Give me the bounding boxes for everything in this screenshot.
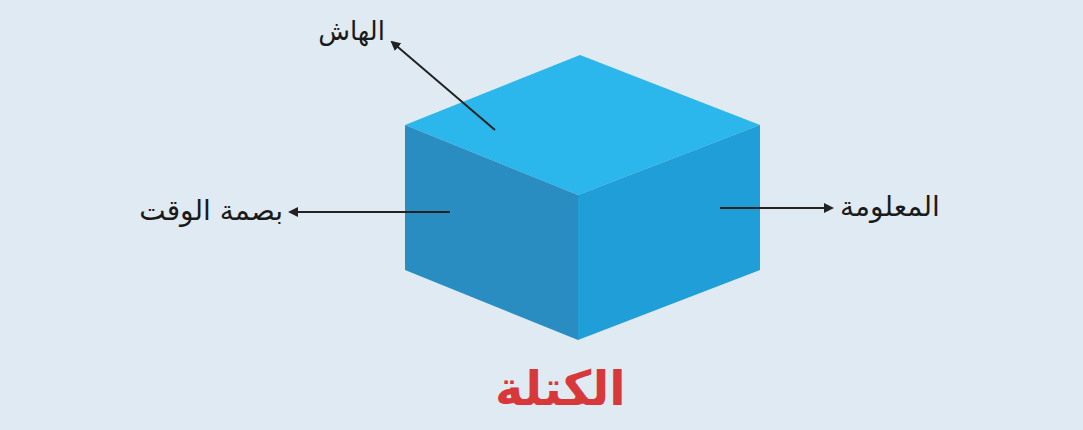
diagram-title: الكتلة <box>495 360 626 416</box>
cube-left-face <box>405 125 578 340</box>
leader-arrow <box>720 207 832 209</box>
part-label: الهاش <box>318 16 385 46</box>
part-label: المعلومة <box>840 190 940 223</box>
leader-arrow <box>290 211 450 213</box>
part-label: بصمة الوقت <box>139 194 283 227</box>
cube-right-face <box>578 125 760 340</box>
leader-arrow <box>392 42 495 130</box>
